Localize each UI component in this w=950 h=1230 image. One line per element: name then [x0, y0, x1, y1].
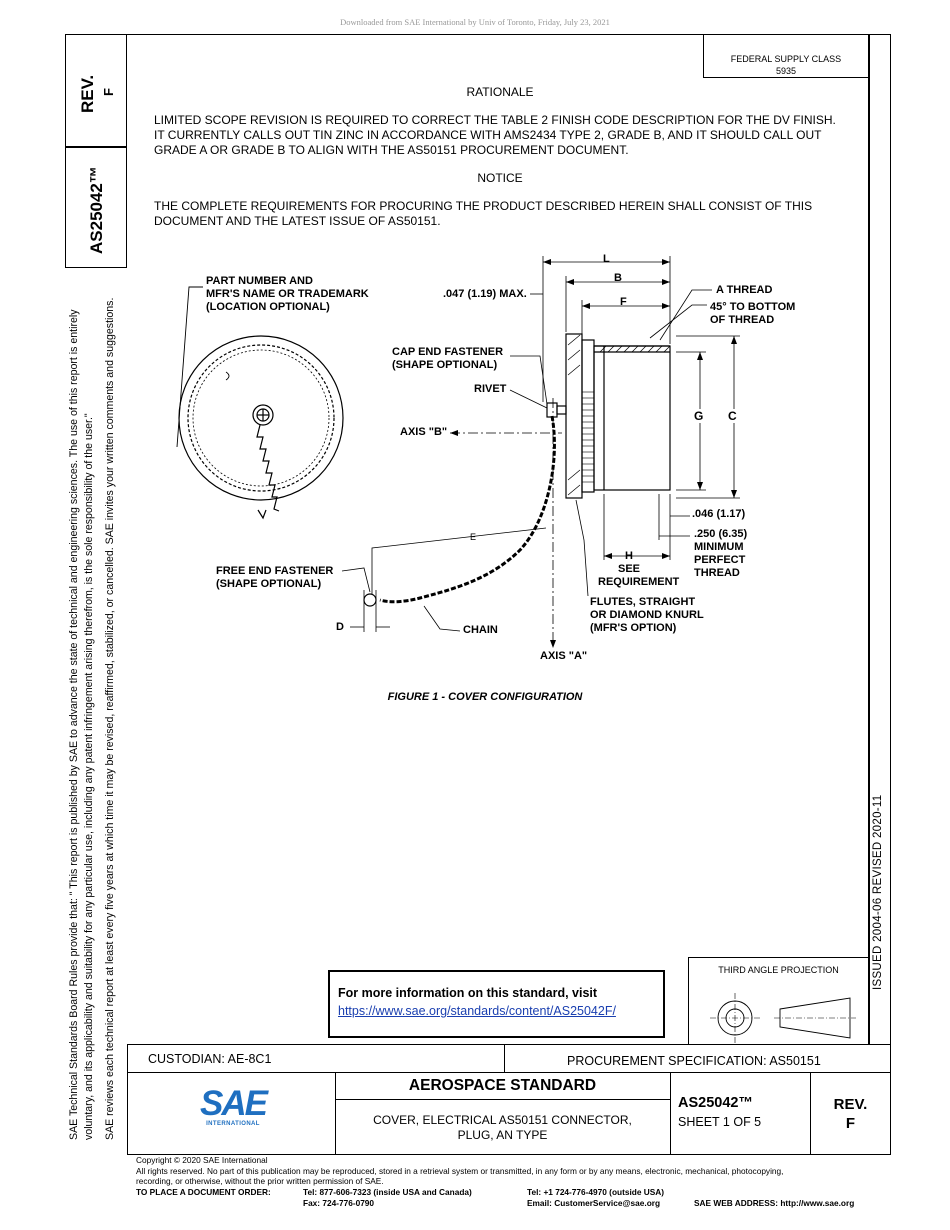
cap-body	[593, 345, 671, 491]
info-box-title: For more information on this standard, v…	[338, 986, 598, 1000]
federal-supply-label: FEDERAL SUPPLY CLASS	[730, 54, 842, 64]
footer-tel-outside: Tel: +1 724-776-4970 (outside USA)	[527, 1187, 665, 1197]
label-min-perfect-thread: .250 (6.35) MINIMUM PERFECT THREAD	[694, 528, 748, 579]
federal-supply-box	[703, 34, 869, 78]
third-angle-label: THIRD ANGLE PROJECTION	[718, 965, 839, 975]
label-E: E	[470, 532, 477, 542]
sae-logo: SAE INTERNATIONAL	[200, 1084, 268, 1127]
procurement-spec: PROCUREMENT SPECIFICATION: AS50151	[567, 1054, 821, 1068]
label-part-number: PART NUMBER AND MFR'S NAME OR TRADEMARK …	[206, 275, 369, 313]
main-frame	[127, 34, 891, 1045]
rev-block: REV. F	[833, 1096, 868, 1132]
custodian: CUSTODIAN: AE-8C1	[148, 1052, 272, 1066]
right-column-divider	[868, 34, 870, 1045]
custodian-divider	[504, 1045, 505, 1073]
label-axis-b: AXIS "B"	[400, 426, 448, 438]
standard-type: AEROSPACE STANDARD	[408, 1077, 597, 1094]
label-rivet: RIVET	[474, 383, 507, 395]
footer-email: Email: CustomerService@sae.org	[527, 1198, 661, 1208]
footer-web: SAE WEB ADDRESS: http://www.sae.org	[694, 1198, 855, 1208]
document-title: COVER, ELECTRICAL AS50151 CONNECTOR, PLU…	[373, 1113, 632, 1142]
third-angle-symbol	[710, 993, 856, 1043]
free-end-fastener	[363, 593, 377, 607]
info-box	[328, 970, 665, 1038]
cover-inner-circle	[187, 344, 335, 492]
title-divider-2	[670, 1073, 671, 1155]
rationale-text: LIMITED SCOPE REVISION IS REQUIRED TO CO…	[154, 113, 836, 157]
footer-rights-1: All rights reserved. No part of this pub…	[136, 1165, 784, 1176]
title-block	[127, 1073, 891, 1155]
label-C: C	[727, 409, 738, 423]
federal-supply-value: 5935	[775, 66, 797, 76]
label-axis-a: AXIS "A"	[540, 650, 588, 662]
doc-number: AS25042™	[678, 1095, 753, 1111]
figure-caption: FIGURE 1 - COVER CONFIGURATION	[387, 691, 583, 703]
cap-flange	[565, 333, 583, 499]
footer-copyright: Copyright © 2020 SAE International	[136, 1155, 268, 1165]
third-angle-box	[688, 957, 869, 1045]
label-F: F	[620, 296, 627, 308]
label-see-requirement: H SEE REQUIREMENT	[598, 550, 680, 588]
label-flutes: FLUTES, STRAIGHT OR DIAMOND KNURL (MFR'S…	[590, 596, 704, 634]
footer-rights-2: recording, or otherwise, without the pri…	[136, 1176, 384, 1187]
left-box-divider	[65, 146, 127, 148]
left-header-box	[65, 34, 127, 268]
footer-fax: Fax: 724-776-0790	[303, 1198, 375, 1208]
label-L: L	[603, 253, 610, 265]
label-chain: CHAIN	[463, 624, 498, 636]
title-divider-3	[810, 1073, 811, 1155]
footer-tel-usa: Tel: 877-606-7323 (inside USA and Canada…	[303, 1187, 472, 1197]
rivet-circle	[252, 404, 274, 426]
title-divider-1	[335, 1073, 336, 1155]
title-divider-h	[335, 1099, 670, 1100]
footer: Copyright © 2020 SAE International All r…	[136, 1155, 896, 1187]
label-G: G	[693, 409, 705, 423]
custodian-row	[127, 1045, 891, 1073]
sheet-number: SHEET 1 OF 5	[678, 1115, 762, 1129]
issued-revised: ISSUED 2004-06 REVISED 2020-11	[872, 794, 884, 990]
label-a-thread: A THREAD	[716, 284, 773, 296]
notice-text: THE COMPLETE REQUIREMENTS FOR PROCURING …	[154, 199, 813, 228]
label-dim-047: .047 (1.19) MAX.	[443, 288, 527, 300]
side-chain	[379, 415, 556, 604]
standard-link[interactable]: https://www.sae.org/standards/content/AS…	[338, 1004, 616, 1018]
label-D: D	[336, 621, 344, 633]
cover-outer-circle	[178, 335, 344, 501]
download-notice: Downloaded from SAE International by Uni…	[340, 17, 610, 27]
label-cap-end-fastener: CAP END FASTENER (SHAPE OPTIONAL)	[392, 346, 504, 371]
rationale-heading: RATIONALE	[466, 85, 534, 99]
label-free-end-fastener: FREE END FASTENER (SHAPE OPTIONAL)	[216, 565, 334, 590]
label-dim-046: .046 (1.17)	[692, 508, 746, 520]
footer-order-label: TO PLACE A DOCUMENT ORDER:	[136, 1187, 271, 1197]
notice-heading: NOTICE	[477, 171, 523, 185]
label-bottom-of-thread: 45° TO BOTTOM OF THREAD	[710, 301, 796, 326]
label-B: B	[614, 272, 622, 284]
face-chain	[256, 424, 280, 512]
